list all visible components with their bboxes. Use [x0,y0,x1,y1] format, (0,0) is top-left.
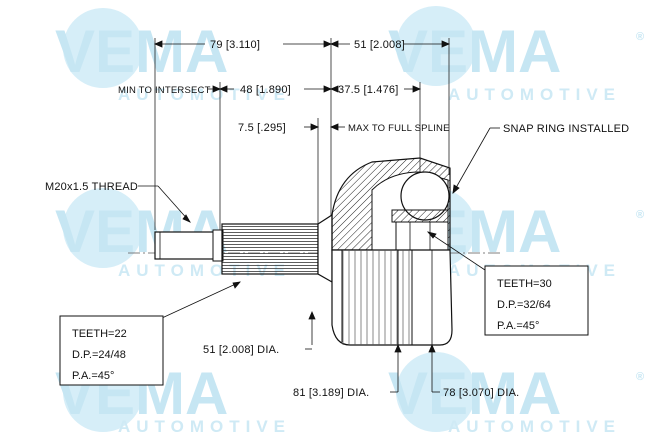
dimension-lines [138,40,500,393]
watermark-registered: ® [636,31,644,43]
spec-box-right: TEETH=30 D.P.=32/64 P.A.=45° [484,265,589,336]
spec-right-pa: P.A.=45° [497,320,539,332]
spec-box-left: TEETH=22 D.P.=24/48 P.A.=45° [59,315,164,386]
dim-min-intersect-label: MIN TO INTERSECT [118,85,211,96]
watermark-sub: AUTOMOTIVE [448,85,621,104]
dim-head-length: 51 [2.008] [354,39,405,51]
dim-spline-depth: 37.5 [1.476] [338,84,399,96]
dim-shaft-dia: 51 [2.008] DIA. [203,344,279,356]
extension-lines [154,38,450,230]
thread-stub [154,231,216,260]
watermark-brand: VEMA [55,18,228,85]
watermark-top-left: VEMA AUTOMOTIVE [55,8,291,104]
spec-left-teeth: TEETH=22 [72,328,127,340]
spec-right-dp: D.P.=32/64 [497,299,551,311]
watermark-sub: AUTOMOTIVE [118,417,291,436]
dim-outer-dia-2: 78 [3.070] DIA. [443,387,519,399]
spec-left-dp: D.P.=24/48 [72,349,126,361]
dim-outer-dia-1: 81 [3.189] DIA. [293,387,369,399]
dim-snap-ring: SNAP RING INSTALLED [503,123,629,135]
dim-thread: M20x1.5 THREAD [45,181,138,193]
watermark-registered: ® [636,209,644,221]
dim-max-full-spline: MAX TO FULL SPLINE [348,123,450,134]
cv-joint-body [154,157,453,346]
watermark-sub: AUTOMOTIVE [118,85,291,104]
spline-shaft [221,223,319,275]
dim-min-intersect: 48 [1.890] [240,84,291,96]
watermark-sub: AUTOMOTIVE [448,417,621,436]
watermark-registered: ® [636,371,644,383]
watermark-top-right: VEMA AUTOMOTIVE ® [388,6,644,104]
spec-right-teeth: TEETH=30 [497,278,552,290]
watermark-brand: VEMA [388,360,561,427]
spec-left-pa: P.A.=45° [72,370,114,382]
watermark-brand: VEMA [388,18,561,85]
dim-gap: 7.5 [.295] [238,122,286,134]
dim-overall-length: 79 [3.110] [210,39,260,51]
